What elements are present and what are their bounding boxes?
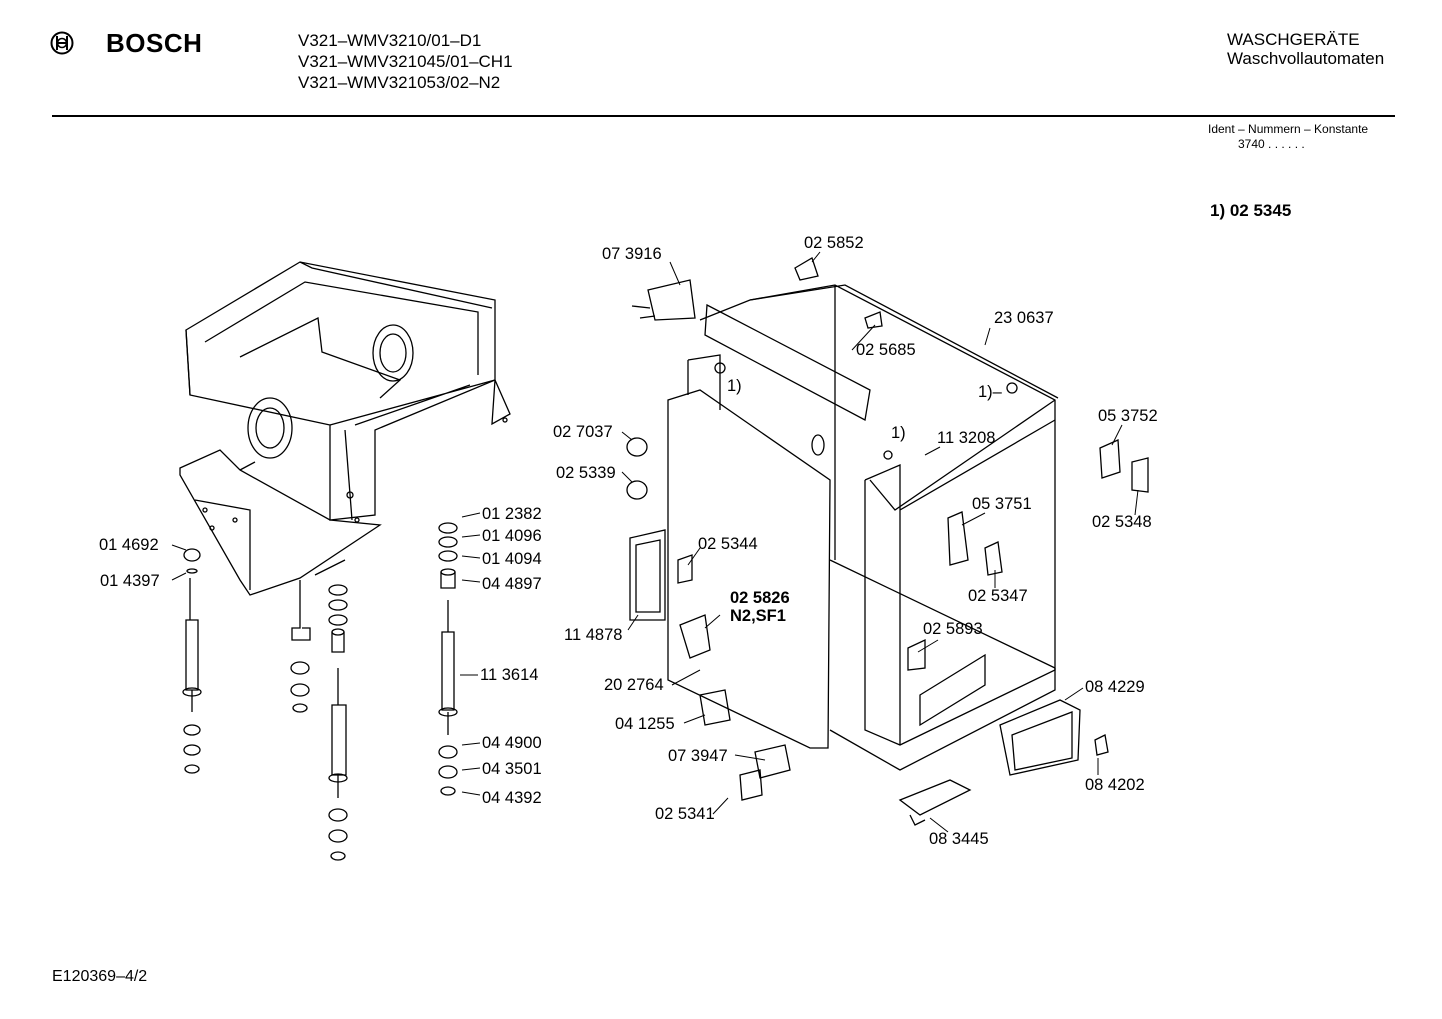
part-label: 1) (891, 424, 906, 442)
part-label: 02 5339 (556, 464, 616, 482)
part-label: 02 5685 (856, 341, 916, 359)
part-label: 01 4096 (482, 527, 542, 545)
part-label: 05 3751 (972, 495, 1032, 513)
header-divider (52, 115, 1395, 117)
part-label: 01 4397 (100, 572, 160, 590)
part-label: 04 4900 (482, 734, 542, 752)
category-title: WASCHGERÄTE (1227, 30, 1360, 49)
part-label: 1)– (978, 383, 1002, 401)
part-label: 02 5852 (804, 234, 864, 252)
leader-lines (171, 251, 1139, 833)
part-label: 07 3947 (668, 747, 728, 765)
tub-housing (179, 261, 511, 596)
part-label: 1) (727, 377, 742, 395)
part-label: 02 5826 (730, 589, 790, 607)
part-label: 01 4094 (482, 550, 542, 568)
shock-absorber-left (182, 548, 202, 774)
model-number: V321–WMV321053/02–N2 (298, 73, 501, 92)
brand-name: BOSCH (106, 28, 203, 58)
category-block: WASCHGERÄTE Waschvollautomaten (1227, 30, 1384, 68)
part-label: N2,SF1 (730, 607, 786, 625)
part-label: 11 3208 (937, 429, 996, 447)
part-label: 04 3501 (482, 760, 542, 778)
part-label: 02 7037 (553, 423, 613, 441)
part-label: 08 4229 (1085, 678, 1145, 696)
small-parts (626, 257, 1149, 826)
part-label: 04 4392 (482, 789, 542, 807)
part-label: 01 4692 (99, 536, 159, 554)
part-label: 07 3916 (602, 245, 662, 263)
part-label: 11 3614 (480, 666, 539, 684)
part-label: 01 2382 (482, 505, 542, 523)
part-label: 04 1255 (615, 715, 675, 733)
ident-block: Ident – Nummern – Konstante 3740 . . . .… (1208, 122, 1368, 152)
part-label: 04 4897 (482, 575, 542, 593)
model-list: V321–WMV3210/01–D1 V321–WMV321045/01–CH1… (298, 30, 513, 93)
model-number: V321–WMV321045/01–CH1 (298, 52, 513, 71)
part-label: 02 5347 (968, 587, 1028, 605)
cabinet-frame (629, 284, 1059, 771)
part-label: 20 2764 (604, 676, 664, 694)
part-label: 08 3445 (929, 830, 989, 848)
drawing-number: E120369–4/2 (52, 968, 148, 985)
part-label: 23 0637 (994, 309, 1054, 327)
footnote-part: 1) 02 5345 (1210, 201, 1292, 220)
category-subtitle: Waschvollautomaten (1227, 49, 1385, 68)
ident-label: Ident – Nummern – Konstante (1208, 122, 1369, 136)
part-label: 02 5893 (923, 620, 983, 638)
part-label: 08 4202 (1085, 776, 1145, 794)
model-number: V321–WMV3210/01–D1 (298, 31, 482, 50)
shock-absorber-mid (290, 580, 348, 861)
part-label: 02 5341 (655, 805, 715, 823)
part-label: 02 5348 (1092, 513, 1152, 531)
part-label: 05 3752 (1098, 407, 1158, 425)
bosch-armature-icon (50, 31, 74, 55)
shock-absorber-right (438, 522, 458, 796)
part-label: 02 5344 (698, 535, 758, 553)
ident-value: 3740 . . . . . . (1238, 137, 1305, 151)
part-label: 11 4878 (564, 626, 623, 644)
